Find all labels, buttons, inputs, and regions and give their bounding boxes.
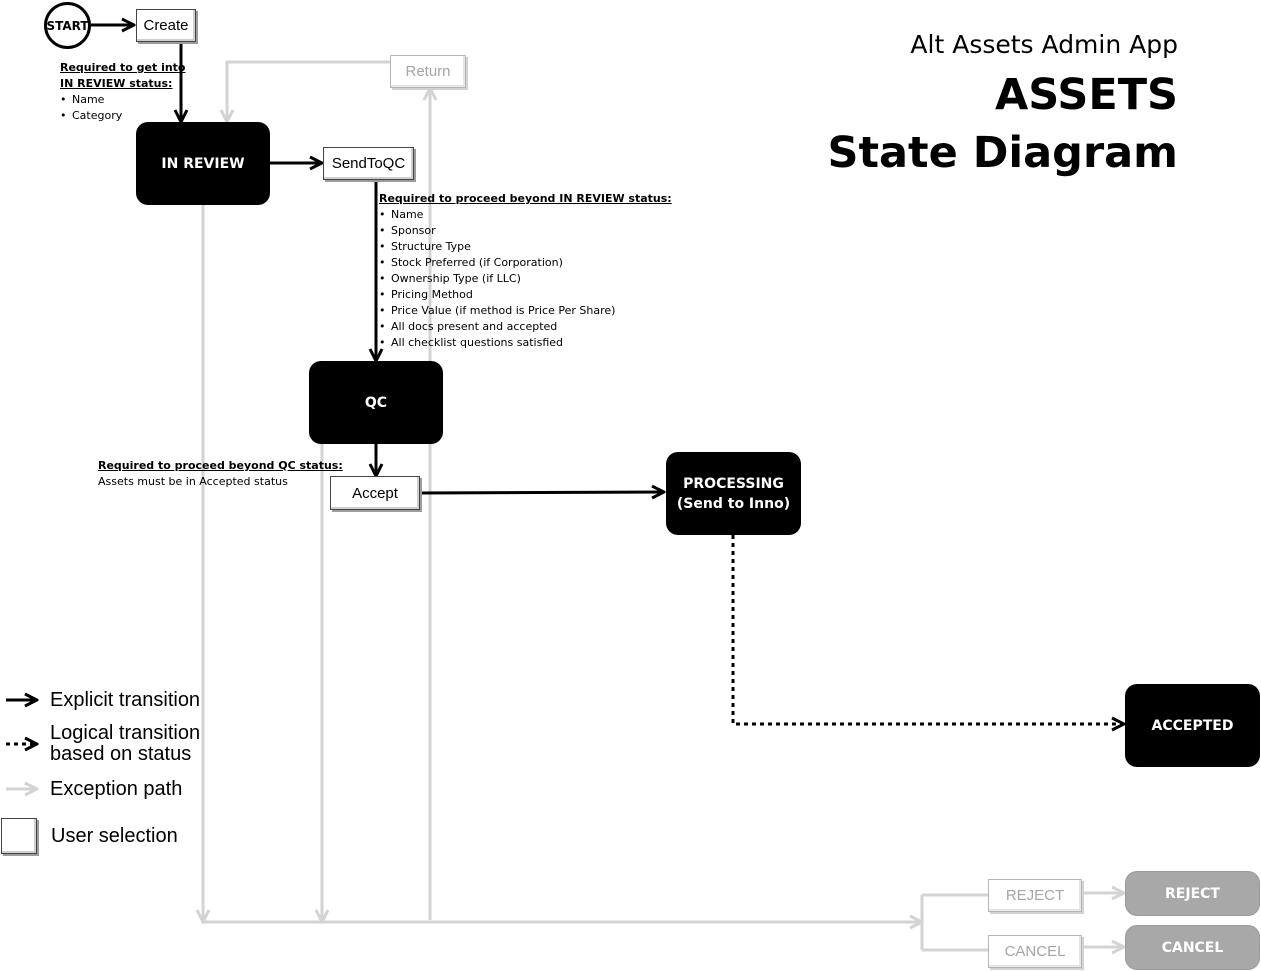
return-button[interactable]: Return (390, 55, 466, 88)
list-item: Price Value (if method is Price Per Shar… (379, 303, 672, 319)
list-item: All docs present and accepted (379, 319, 672, 335)
legend-user-selection: User selection (1, 818, 178, 854)
state-cancel: CANCEL (1125, 925, 1260, 970)
list-item: Ownership Type (if LLC) (379, 271, 672, 287)
explicit-transitions (91, 25, 664, 493)
legend-exception: Exception path (50, 779, 182, 800)
note-beyond-review-requirements: Required to proceed beyond IN REVIEW sta… (379, 191, 672, 351)
reject-button[interactable]: REJECT (988, 879, 1082, 912)
note-beyond-review-list: Name Sponsor Structure Type Stock Prefer… (379, 207, 672, 351)
note-in-review-requirements: Required to get into IN REVIEW status: N… (60, 60, 185, 124)
diagram-title-assets: ASSETS (995, 70, 1178, 120)
list-item: Name (379, 207, 672, 223)
legend-user-selection-label: User selection (51, 824, 178, 847)
list-item: Structure Type (379, 239, 672, 255)
state-reject: REJECT (1125, 871, 1260, 916)
list-item: Category (60, 108, 185, 124)
processing-sublabel: (Send to Inno) (676, 495, 791, 512)
start-node: START (44, 2, 91, 49)
logical-processing-to-accepted (731, 535, 1124, 724)
legend-exception-label: Exception path (50, 778, 183, 800)
list-item: All checklist questions satisfied (379, 335, 672, 351)
legend-samples (6, 700, 37, 789)
processing-label: PROCESSING (683, 475, 784, 492)
create-button[interactable]: Create (136, 9, 196, 42)
legend-explicit-label: Explicit transition (50, 689, 201, 711)
state-qc: QC (309, 361, 443, 444)
list-item: Stock Preferred (if Corporation) (379, 255, 672, 271)
list-item: Sponsor (379, 223, 672, 239)
state-in-review: IN REVIEW (136, 122, 270, 205)
exception-return-to-in-review (227, 60, 390, 122)
legend-explicit: Explicit transition (50, 690, 200, 711)
note-in-review-list: Name Category (60, 92, 185, 124)
accept-button[interactable]: Accept (330, 476, 420, 510)
legend-logical-label-1: Logical transition (50, 722, 201, 744)
list-item: Pricing Method (379, 287, 672, 303)
note-beyond-qc-text: Assets must be in Accepted status (98, 475, 288, 488)
legend-user-selection-box (1, 818, 37, 854)
state-processing: PROCESSING (Send to Inno) (666, 452, 801, 535)
note-beyond-review-heading: Required to proceed beyond IN REVIEW sta… (379, 192, 672, 205)
legend-logical-label-2: based on status (50, 743, 192, 765)
send-to-qc-button[interactable]: SendToQC (323, 147, 414, 180)
app-title: Alt Assets Admin App (910, 30, 1178, 59)
diagram-title-state-diagram: State Diagram (827, 128, 1179, 178)
note-beyond-qc-heading: Required to proceed beyond QC status: (98, 459, 343, 472)
list-item: Name (60, 92, 185, 108)
legend-logical: Logical transition based on status (50, 723, 200, 765)
transition-accept-to-processing (419, 492, 664, 493)
note-in-review-heading-1: Required to get into (60, 61, 186, 74)
note-beyond-qc-requirements: Required to proceed beyond QC status: As… (98, 458, 343, 490)
note-in-review-heading-2: IN REVIEW status: (60, 77, 173, 90)
cancel-button[interactable]: CANCEL (988, 935, 1082, 968)
state-accepted: ACCEPTED (1125, 684, 1260, 767)
